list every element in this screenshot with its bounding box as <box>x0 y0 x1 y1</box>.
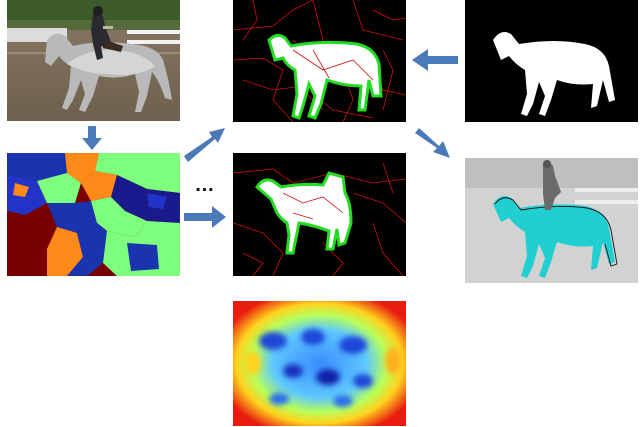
ellipsis-text: … <box>194 174 215 196</box>
heatmap <box>233 301 406 426</box>
arrow-diag-down-icon <box>415 128 450 158</box>
boundary-map-top <box>233 0 406 122</box>
arrow-diag-up-icon <box>184 128 225 162</box>
arrow-right-icon <box>184 206 226 228</box>
colored-superpixel-map-icon <box>7 153 180 276</box>
boundary-map-bottom <box>233 153 406 276</box>
white-horse-silhouette-icon <box>465 0 638 122</box>
horse-rider-photo-icon <box>7 0 180 121</box>
arrow-down-icon <box>82 126 102 150</box>
red-boundaries-green-contour-icon <box>233 0 406 122</box>
segmentation-map <box>7 153 180 276</box>
jet-colormap-heatmap-icon <box>233 301 406 426</box>
red-boundaries-green-contour-icon <box>233 153 406 276</box>
mask-overlay <box>465 158 638 283</box>
arrow-left-icon <box>412 49 458 71</box>
cyan-horse-overlay-icon <box>465 158 638 283</box>
input-photo <box>7 0 180 121</box>
binary-mask <box>465 0 638 122</box>
